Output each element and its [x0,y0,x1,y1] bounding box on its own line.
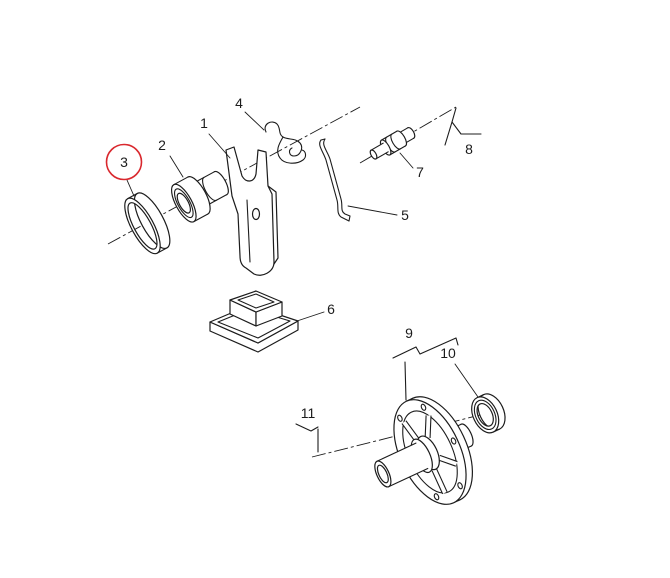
part-2-bearing [170,170,229,223]
leader-2 [169,155,184,178]
lever-body [225,146,275,276]
part-4-clip [264,121,307,164]
spring-wire-edge-a [319,139,350,222]
part-1-fork-lever [225,146,279,276]
pin-stub-end [369,149,378,160]
lever-rib [246,199,251,263]
leader-5 [347,205,398,216]
bolt-hole [450,437,457,445]
bracket-9-lines [392,337,459,359]
spring-wire-tip [320,138,351,222]
spoke-4-fill [402,420,420,442]
callout-6: 6 [327,301,335,317]
leader-7 [399,152,414,169]
boot-block-top [229,290,283,313]
seal-front-face [471,396,500,434]
seal-lip [473,399,497,431]
cover-tube-edges [376,442,429,488]
part-9-bracket-symbol [392,337,459,401]
ring-front-face [124,197,161,255]
part-9-cover [374,396,474,505]
callout-4: 4 [235,95,243,111]
spring-wire-edge-b [323,138,351,217]
clip-wire-upper [264,121,303,157]
callout-11: 11 [301,405,316,421]
callout-3-highlight-ring [105,143,143,181]
callout-7: 7 [416,164,424,180]
bracket-8-tick [451,107,457,123]
part-10-seal [471,393,506,434]
callout-2: 2 [158,137,166,153]
bearing-flange-edges [173,176,209,223]
part-6-boot [209,290,299,353]
callout-3: 3 [120,154,128,170]
part-5-spring-wire [319,138,351,222]
bolt-hole [397,414,403,422]
leader-lines [126,111,479,398]
callout-labels: 1 2 3 4 5 6 7 8 9 10 11 [120,95,473,421]
callout-1: 1 [200,115,208,131]
bolt-hole [420,403,427,411]
bracket-8-lines [444,121,482,146]
bearing-chamfer [173,188,194,219]
leader-1 [208,133,231,159]
pin-stub-edges [370,142,389,160]
part-8-bracket-symbol [444,107,482,146]
bolt-hole [457,482,463,490]
leader-6 [296,311,325,322]
spoke-2-fill [432,468,447,494]
callout-9: 9 [405,325,413,341]
part-3-ring [124,192,171,255]
bearing-bore [176,192,191,214]
clip-wire-lower [277,136,307,164]
bearing-sleeve-groove [202,176,217,202]
bracket-11-lines [295,423,319,432]
spoke-1-fill [438,455,458,466]
bracket-9-drop [404,361,407,401]
bolt-hole [433,493,440,501]
leader-10 [454,363,479,398]
leader-3 [126,179,135,197]
lever-hole [251,207,261,221]
cover-tube-bore [376,464,389,484]
boot-block-recess [237,293,275,309]
part-7-pin [369,126,416,160]
leader-4 [244,111,265,131]
callout-8: 8 [465,141,473,157]
part-11-bracket-symbol [295,423,319,453]
callout-10: 10 [440,345,456,361]
callout-5: 5 [401,207,409,223]
spoke-5-fill [425,415,431,438]
pin-body-edges [380,130,407,156]
